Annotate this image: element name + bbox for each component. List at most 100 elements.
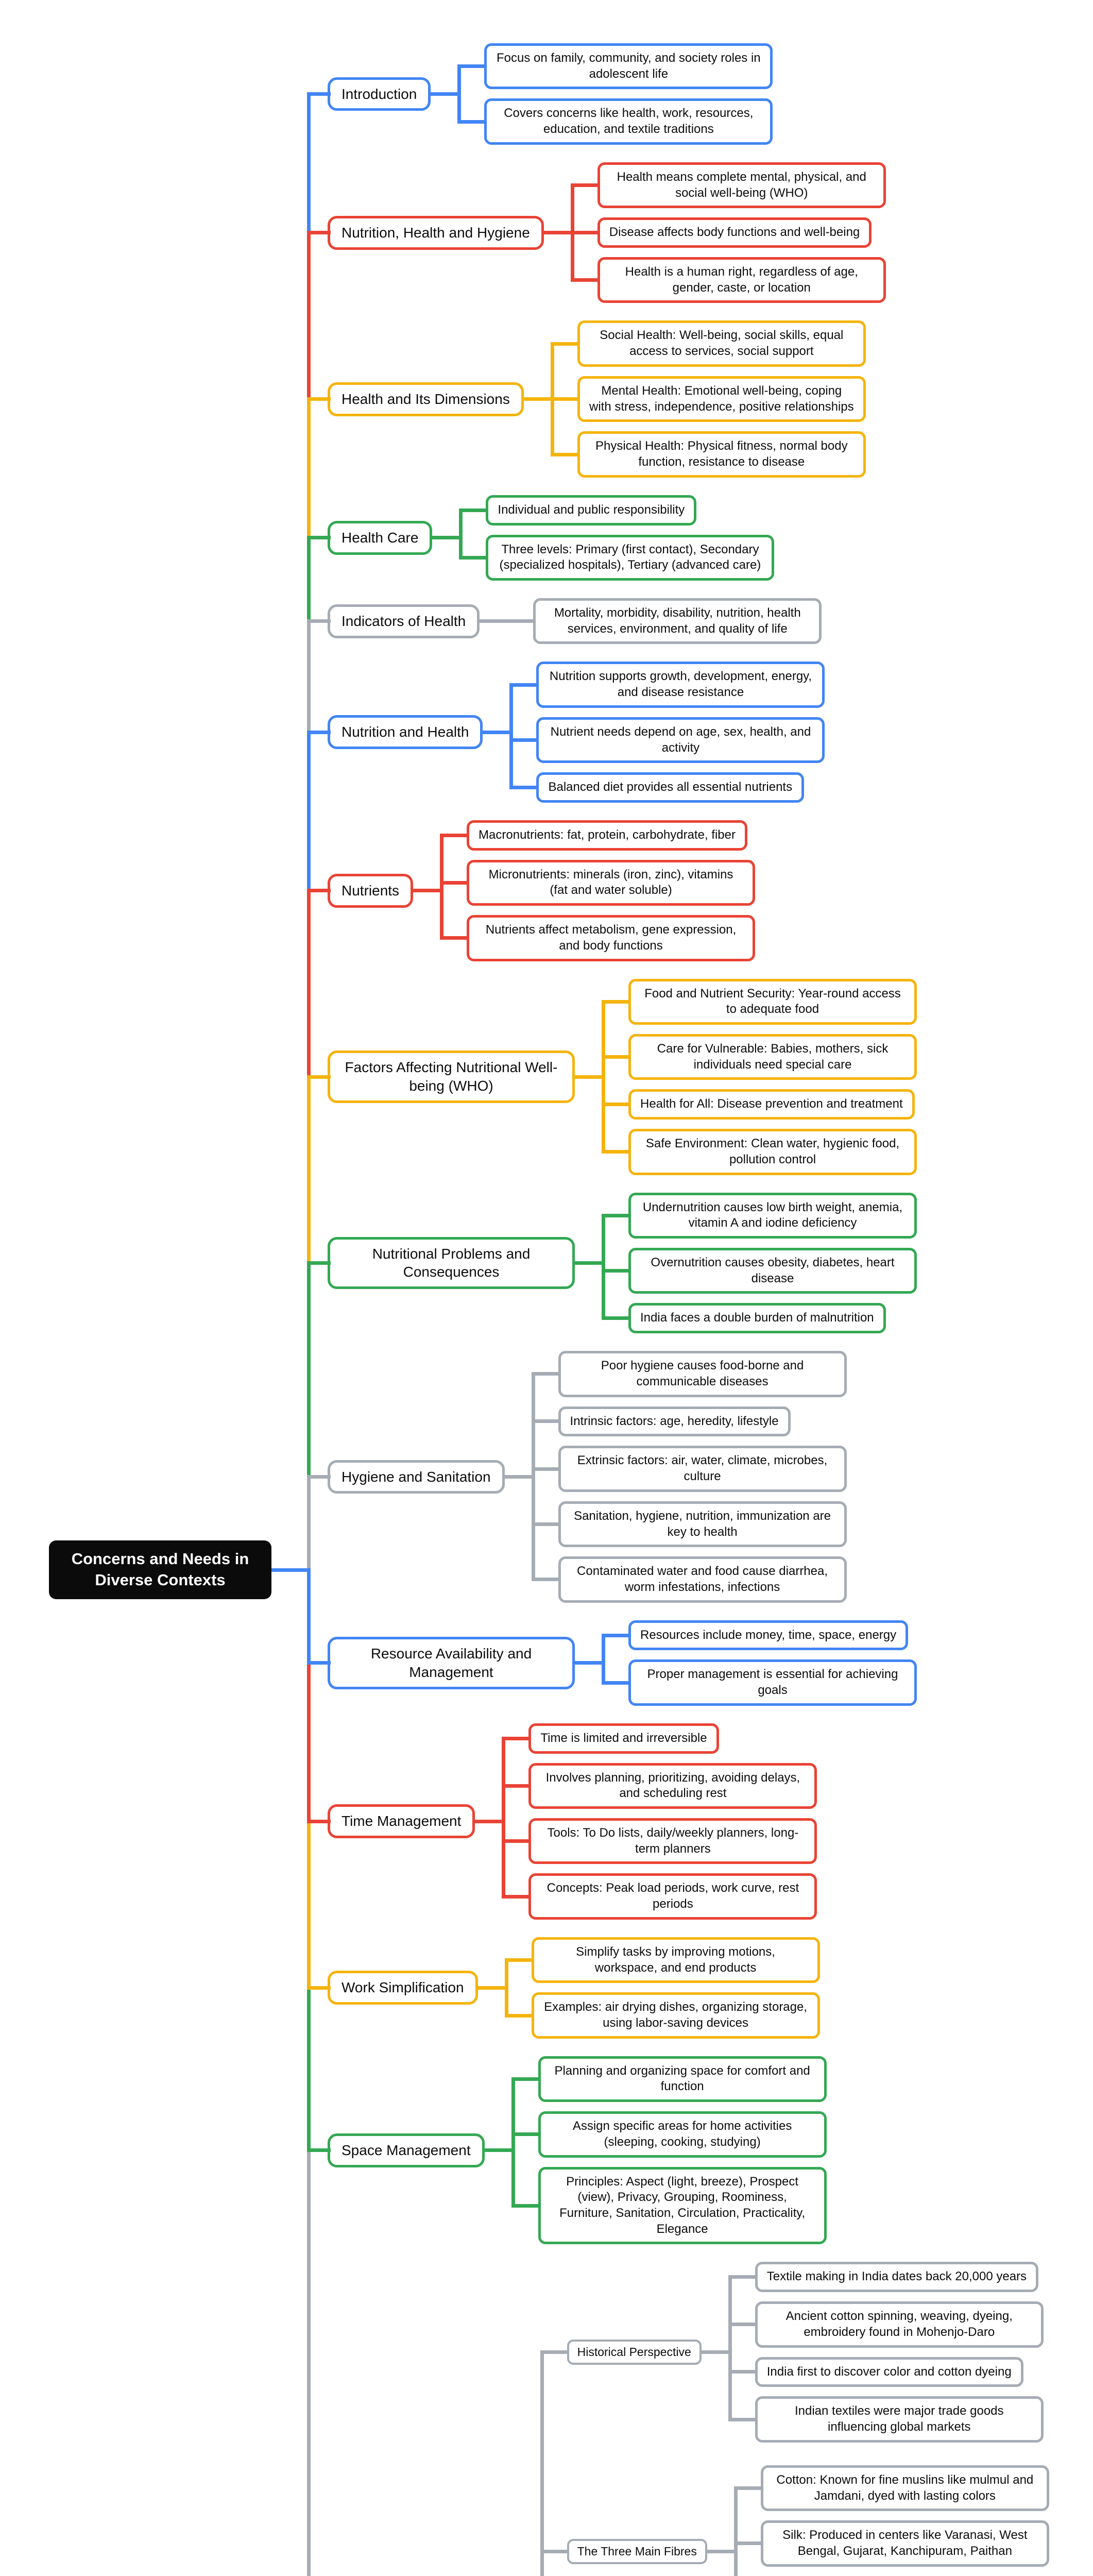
- child-wrapper: Covers concerns like health, work, resou…: [457, 89, 773, 145]
- child-wrapper: Nutrients affect metabolism, gene expres…: [440, 906, 756, 961]
- leaf-node: Ancient cotton spinning, weaving, dyeing…: [755, 2301, 1044, 2348]
- child-wrapper: Safe Environment: Clean water, hygienic …: [602, 1120, 917, 1175]
- child-wrapper: Nutrition supports growth, development, …: [509, 662, 825, 718]
- topic-node: Hygiene and Sanitation: [328, 1460, 505, 1494]
- spine-segment: [307, 232, 311, 399]
- connector-stub: [483, 730, 510, 734]
- children-column: Macronutrients: fat, protein, carbohydra…: [440, 820, 756, 961]
- child-wrapper: Sanitation, hygiene, nutrition, immuniza…: [531, 1492, 847, 1557]
- child-wrapper: Food and Nutrient Security: Year-round a…: [602, 978, 917, 1035]
- leaf-node: Indian textiles were major trade goods i…: [755, 2396, 1044, 2443]
- spine-segment: [307, 890, 311, 1077]
- child-wrapper: Undernutrition causes low birth weight, …: [602, 1192, 917, 1248]
- topic-node: Work Simplification: [328, 1971, 478, 2005]
- spine-segment: [307, 399, 311, 538]
- child-wrapper: Principles: Aspect (light, breeze), Pros…: [511, 2157, 827, 2245]
- leaf-node: Physical Health: Physical fitness, norma…: [577, 431, 866, 478]
- leaf-node: Time is limited and irreversible: [528, 1723, 719, 1754]
- children-column: Cotton: Known for fine muslins like mulm…: [733, 2465, 1049, 2576]
- topic-node: Resource Availability and Management: [328, 1636, 575, 1689]
- leaf-node: Contaminated water and food cause diarrh…: [558, 1556, 847, 1603]
- root-node: Concerns and Needs in Diverse Contexts: [49, 1540, 271, 1599]
- topic-node: Factors Affecting Nutritional Well-being…: [328, 1050, 575, 1103]
- connector-stub: [575, 1661, 602, 1665]
- child-wrapper: Time is limited and irreversible: [502, 1723, 817, 1763]
- connector-stub: [575, 1075, 602, 1079]
- child-wrapper: Overnutrition causes obesity, diabetes, …: [602, 1238, 917, 1303]
- branch-connector: [307, 1986, 331, 1990]
- leaf-node: Three levels: Primary (first contact), S…: [486, 534, 775, 581]
- topic-node: Space Management: [328, 2133, 485, 2167]
- leaf-node: Safe Environment: Clean water, hygienic …: [628, 1129, 917, 1175]
- children-column: Health means complete mental, physical, …: [570, 162, 886, 303]
- child-wrapper: Macronutrients: fat, protein, carbohydra…: [440, 820, 755, 860]
- spine-segment: [307, 732, 311, 891]
- child-wrapper: Health is a human right, regardless of a…: [570, 247, 886, 303]
- connector-stub: [475, 1819, 502, 1823]
- child-wrapper: Individual and public responsibility: [459, 495, 774, 535]
- branch-connector: [307, 1819, 331, 1823]
- child-wrapper: Examples: air drying dishes, organizing …: [504, 1983, 820, 2039]
- leaf-node: Tools: To Do lists, daily/weekly planner…: [528, 1818, 817, 1865]
- branch-textile-traditions-in-india: Textile Traditions in IndiaHistorical Pe…: [328, 2262, 1049, 2576]
- child-wrapper: Proper management is essential for achie…: [602, 1650, 917, 1706]
- child-wrapper: Micronutrients: minerals (iron, zinc), v…: [440, 850, 756, 916]
- leaf-node: Planning and organizing space for comfor…: [538, 2056, 827, 2103]
- children-column: Simplify tasks by improving motions, wor…: [504, 1937, 820, 2039]
- children-column: Textile making in India dates back 20,00…: [728, 2262, 1044, 2443]
- branch-connector: [307, 1075, 331, 1079]
- leaf-node: Food and Nutrient Security: Year-round a…: [628, 978, 917, 1025]
- child-wrapper: Disease affects body functions and well-…: [570, 208, 886, 257]
- child-wrapper: India faces a double burden of malnutrit…: [602, 1294, 917, 1334]
- leaf-node: Micronutrients: minerals (iron, zinc), v…: [467, 859, 756, 906]
- connector-stub: [480, 619, 507, 623]
- branch-connector: [307, 92, 331, 96]
- child-wrapper: Extrinsic factors: air, water, climate, …: [531, 1436, 847, 1502]
- leaf-node: Nutrients affect metabolism, gene expres…: [467, 915, 756, 961]
- connector-stub: [484, 2148, 511, 2153]
- connector-stub: [431, 92, 458, 96]
- leaf-node: Silk: Produced in centers like Varanasi,…: [760, 2520, 1049, 2567]
- leaf-node: India first to discover color and cotton…: [755, 2357, 1023, 2387]
- spine-segment: [307, 1821, 311, 1988]
- leaf-node: Health means complete mental, physical, …: [597, 162, 886, 209]
- children-column: Social Health: Well-being, social skills…: [550, 320, 866, 478]
- connector-stub: [543, 231, 571, 235]
- child-wrapper: Planning and organizing space for comfor…: [511, 2056, 827, 2112]
- leaf-node: Examples: air drying dishes, organizing …: [531, 1992, 820, 2039]
- child-wrapper: Indian textiles were major trade goods i…: [728, 2387, 1044, 2443]
- child-wrapper: Balanced diet provides all essential nut…: [509, 763, 825, 803]
- branch-connector: [307, 730, 331, 734]
- leaf-node: Undernutrition causes low birth weight, …: [628, 1192, 917, 1239]
- connector-stub: [504, 1475, 532, 1479]
- spine-segment: [307, 1570, 311, 1663]
- leaf-node: Care for Vulnerable: Babies, mothers, si…: [628, 1034, 917, 1080]
- branch-connector: [307, 1661, 331, 1665]
- branch-connector: [307, 619, 331, 623]
- spine-segment: [307, 537, 311, 621]
- topic-node: Indicators of Health: [328, 604, 480, 638]
- leaf-node: Simplify tasks by improving motions, wor…: [531, 1937, 820, 1984]
- leaf-node: Covers concerns like health, work, resou…: [484, 98, 773, 145]
- leaf-node: Health is a human right, regardless of a…: [597, 257, 886, 303]
- children-column: Focus on family, community, and society …: [457, 43, 773, 145]
- child-wrapper: Poor hygiene causes food-borne and commu…: [531, 1351, 847, 1407]
- connector-stub: [523, 397, 551, 401]
- leaf-node: Health for All: Disease prevention and t…: [628, 1089, 915, 1120]
- spine-segment: [307, 1663, 311, 1822]
- child-wrapper: Intrinsic factors: age, heredity, lifest…: [531, 1397, 847, 1446]
